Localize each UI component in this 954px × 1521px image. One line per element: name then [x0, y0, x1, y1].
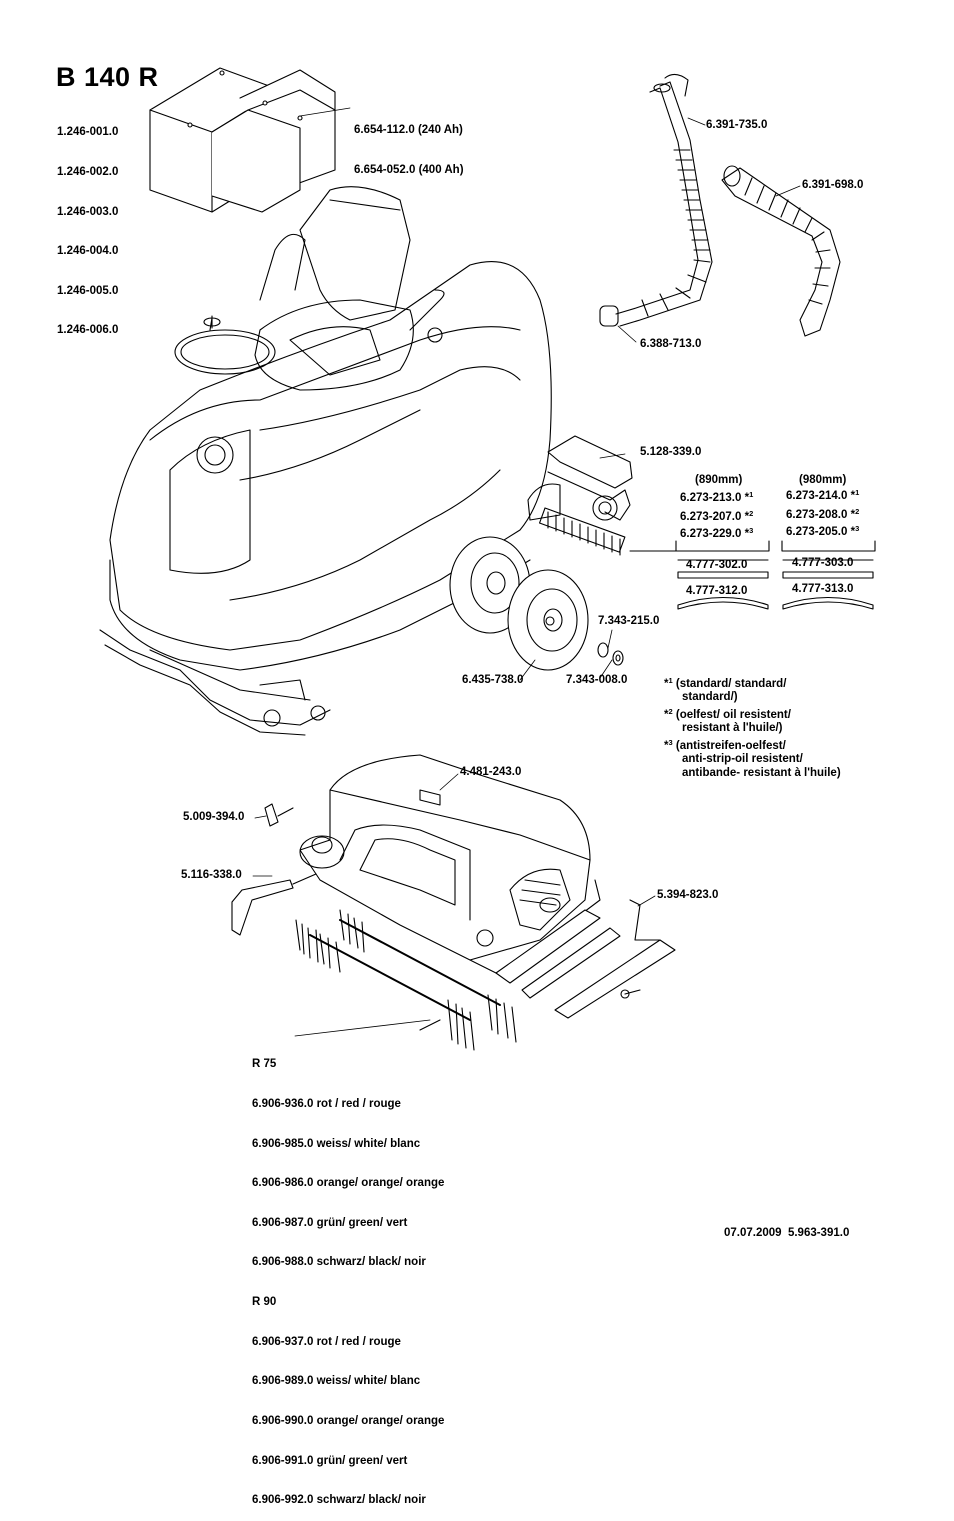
part-code: 6.273-229.0 — [680, 528, 742, 540]
footer-doc-number: 5.963-391.0 — [787, 1227, 850, 1239]
battery-part: 6.654-112.0 (240 Ah) — [354, 124, 463, 137]
brush-part: 6.906-989.0 weiss/ white/ blanc — [252, 1375, 421, 1388]
brush-size-label: R 90 — [252, 1296, 277, 1309]
brush-part: 6.906-937.0 rot / red / rouge — [252, 1335, 401, 1348]
page-title: B 140 R — [56, 62, 159, 92]
footnote-index: 1 — [749, 490, 754, 499]
drain-hose-illustration — [722, 166, 840, 336]
squeegee-part-row: 6.273-205.0 *3 — [786, 524, 860, 539]
model-number-list: 1.246-001.0 1.246-002.0 1.246-003.0 1.24… — [57, 100, 118, 351]
bracket-label: 5.009-394.0 — [183, 811, 245, 823]
battery-list: 6.654-112.0 (240 Ah) 6.654-052.0 (400 Ah… — [354, 98, 464, 190]
suction-hose-label: 6.391-735.0 — [706, 119, 768, 131]
footer: 07.07.2009 5.963-391.0 — [724, 1227, 849, 1240]
footnote-continuation: standard/) — [682, 691, 738, 703]
footnote-mark: * — [850, 490, 856, 502]
skirt-label: 5.394-823.0 — [657, 889, 719, 901]
lip-a-980: 4.777-303.0 — [792, 557, 854, 569]
squeegee-part-row: 6.273-214.0 *1 — [786, 488, 860, 503]
lip-b-980: 4.777-313.0 — [792, 583, 854, 595]
brush-part: 6.906-991.0 grün/ green/ vert — [252, 1454, 408, 1467]
model-number: 1.246-002.0 — [57, 166, 119, 179]
footnote-mark: * — [744, 492, 750, 504]
squeegee-part-row: 6.273-213.0 *1 — [680, 490, 754, 505]
footnote-index: 3 — [855, 524, 860, 533]
footnote-continuation: antibande- resistant à l'huile) — [682, 767, 841, 779]
footnote: *3 (antistreifen-oelfest/ — [664, 738, 786, 752]
brush-size-label: R 75 — [252, 1058, 277, 1071]
brush-head-illustration — [232, 755, 600, 975]
brush-part: 6.906-987.0 grün/ green/ vert — [252, 1216, 408, 1229]
battery-illustration — [150, 68, 335, 212]
brush-part: 6.906-985.0 weiss/ white/ blanc — [252, 1137, 421, 1150]
drain-hose-label: 6.391-698.0 — [802, 179, 864, 191]
footnote-index: 2 — [749, 509, 754, 518]
roller-brush-illustration — [296, 910, 516, 1050]
scrubber-machine-illustration — [100, 187, 551, 735]
suction-hose-illustration — [600, 74, 712, 326]
col-890-header: (890mm) — [695, 474, 743, 486]
brush-part: 6.906-986.0 orange/ orange/ orange — [252, 1177, 445, 1190]
squeegee-part-row: 6.273-207.0 *2 — [680, 509, 754, 524]
lip-table-lines — [630, 541, 875, 609]
lever-label: 5.116-338.0 — [181, 869, 242, 881]
footnote-mark: * — [744, 528, 750, 540]
part-code: 6.273-214.0 — [786, 490, 848, 502]
footnote: *1 (standard/ standard/ — [664, 676, 787, 690]
skirt-illustration — [496, 900, 675, 1018]
washer-label: 7.343-215.0 — [598, 615, 660, 627]
ring-label: 7.343-008.0 — [566, 674, 628, 686]
part-code: 6.273-208.0 — [786, 509, 848, 521]
hose-clamp-label: 6.388-713.0 — [640, 338, 702, 350]
wheel-label: 6.435-738.0 — [462, 674, 524, 686]
squeegee-holder-label: 5.128-339.0 — [640, 446, 702, 458]
parts-diagram — [0, 0, 954, 1350]
part-code: 6.273-213.0 — [680, 492, 742, 504]
part-code: 6.273-207.0 — [680, 511, 742, 523]
footnote-mark: * — [850, 526, 856, 538]
footnote-mark: * — [850, 509, 856, 521]
footnote-index: 2 — [855, 507, 860, 516]
model-number: 1.246-004.0 — [57, 245, 119, 258]
housing-label: 4.481-243.0 — [460, 766, 522, 778]
brush-part: 6.906-992.0 schwarz/ black/ noir — [252, 1494, 426, 1507]
brush-part: 6.906-988.0 schwarz/ black/ noir — [252, 1256, 426, 1269]
brush-part: 6.906-990.0 orange/ orange/ orange — [252, 1414, 445, 1427]
footer-date: 07.07.2009 — [724, 1227, 782, 1239]
brush-part: 6.906-936.0 rot / red / rouge — [252, 1098, 401, 1111]
footnote: *2 (oelfest/ oil resistent/ — [664, 707, 791, 721]
lip-a-890: 4.777-302.0 — [686, 559, 748, 571]
model-number: 1.246-005.0 — [57, 284, 119, 297]
squeegee-part-row: 6.273-229.0 *3 — [680, 526, 754, 541]
part-code: 6.273-205.0 — [786, 526, 848, 538]
leader-lines — [253, 108, 800, 1036]
footnote-index: 3 — [749, 526, 754, 535]
squeegee-part-row: 6.273-208.0 *2 — [786, 507, 860, 522]
battery-part: 6.654-052.0 (400 Ah) — [354, 164, 464, 177]
model-number: 1.246-003.0 — [57, 205, 119, 218]
model-number: 1.246-006.0 — [57, 324, 119, 337]
lip-b-890: 4.777-312.0 — [686, 585, 748, 597]
footnote-mark: * — [744, 511, 750, 523]
brush-list: R 75 6.906-936.0 rot / red / rouge 6.906… — [252, 1032, 444, 1521]
footnote-index: 1 — [855, 488, 860, 497]
wheels-illustration — [450, 537, 623, 670]
squeegee-illustration — [528, 436, 632, 555]
model-number: 1.246-001.0 — [57, 126, 119, 139]
col-980-header: (980mm) — [799, 474, 847, 486]
footnote-continuation: resistant à l'huile/) — [682, 722, 783, 734]
footnote-continuation: anti-strip-oil resistent/ — [682, 753, 803, 765]
